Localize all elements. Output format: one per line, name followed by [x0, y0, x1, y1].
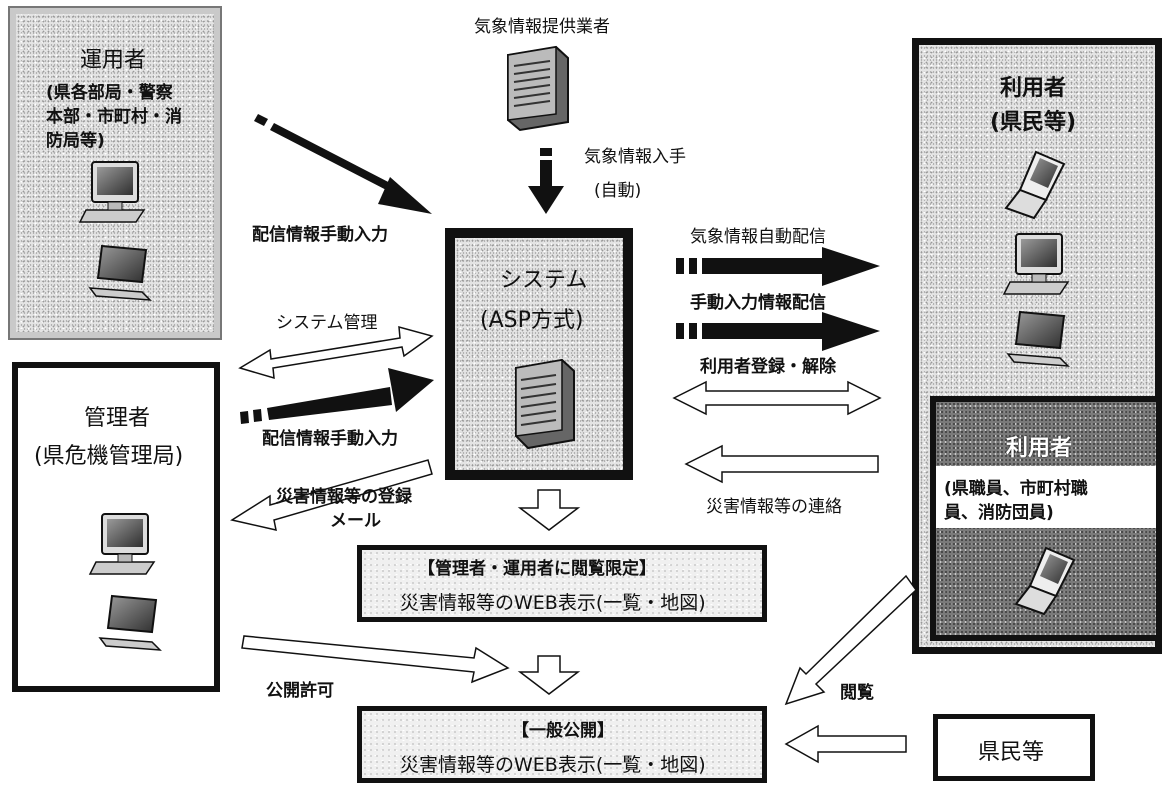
web-public-head: 【一般公開】 [512, 721, 614, 741]
administrator-title: 管理者 [84, 406, 151, 431]
arrow-weather-acquire [528, 148, 564, 214]
label-operator-manual-input: 配信情報手動入力 [252, 225, 388, 245]
operator-desc-line-2: 本部・市町村・消 [46, 107, 182, 127]
desktop-pc-icon [78, 161, 146, 223]
arrow-disaster-register [230, 459, 433, 531]
web-restricted-body: 災害情報等のWEB表示(一覧・地図) [400, 592, 706, 614]
arrow-weather-delivery [676, 247, 880, 286]
server-icon [507, 45, 569, 132]
system-subtitle: (ASP方式) [480, 308, 584, 333]
arrow-publish-permit [241, 635, 510, 684]
label-publish-permit: 公開許可 [266, 681, 334, 701]
users-staff-desc-line-1: (県職員、市町村職 [944, 479, 1088, 499]
laptop-icon [88, 244, 152, 301]
label-browse: 閲覧 [840, 683, 874, 703]
arrow-citizens [784, 724, 907, 764]
web-public-body: 災害情報等のWEB表示(一覧・地図) [400, 754, 706, 776]
laptop-icon [1006, 310, 1070, 367]
label-manual-delivery: 手動入力情報配信 [690, 293, 826, 313]
web-restricted-head: 【管理者・運用者に閲覧限定】 [418, 559, 656, 579]
laptop-icon [98, 594, 162, 651]
users-staff-desc-line-2: 員、消防団員) [944, 503, 1054, 523]
arrow-browse [784, 574, 917, 706]
arrow-user-reg [672, 380, 882, 416]
mobile-phone-icon [1014, 546, 1076, 616]
desktop-pc-icon [88, 513, 156, 575]
arrow-to-web-public [517, 655, 581, 695]
operator-desc-line-1: (県各部局・警察 [46, 83, 173, 103]
arrow-system-mgmt [238, 325, 434, 380]
weather-acquire-sub: (自動) [594, 181, 642, 201]
citizens-label: 県民等 [978, 740, 1045, 765]
administrator-subtitle: (県危機管理局) [34, 444, 184, 469]
users-public-subtitle: (県民等) [990, 110, 1077, 135]
users-staff-title: 利用者 [1006, 436, 1073, 461]
label-admin-manual-input: 配信情報手動入力 [262, 429, 398, 449]
label-disaster-register-line-1: 災害情報等の登録 [276, 487, 412, 507]
label-weather-delivery: 気象情報自動配信 [690, 227, 826, 247]
label-user-registration: 利用者登録・解除 [700, 357, 836, 377]
weather-provider-label: 気象情報提供業者 [474, 17, 610, 37]
label-disaster-contact: 災害情報等の連絡 [706, 497, 842, 517]
desktop-pc-icon [1002, 233, 1070, 295]
arrow-manual-delivery [676, 312, 880, 351]
label-system-mgmt: システム管理 [276, 313, 378, 333]
system-server-icon [515, 358, 575, 450]
system-title: システム [500, 268, 588, 293]
weather-acquire-label: 気象情報入手 [584, 147, 686, 167]
web-restricted-box [357, 545, 767, 622]
users-staff-desc-band [936, 466, 1156, 528]
arrow-admin-input [240, 368, 434, 424]
operator-desc-line-3: 防局等) [46, 131, 105, 151]
web-public-box [357, 706, 767, 783]
citizens-box [933, 714, 1095, 781]
mobile-phone-icon [1004, 150, 1066, 220]
arrow-disaster-contact [684, 444, 879, 484]
arrow-operator-input [254, 114, 432, 214]
label-disaster-register-line-2: メール [330, 511, 381, 531]
arrow-to-web-restricted [517, 489, 581, 531]
users-public-title: 利用者 [1000, 76, 1067, 101]
operator-title: 運用者 [80, 48, 147, 73]
